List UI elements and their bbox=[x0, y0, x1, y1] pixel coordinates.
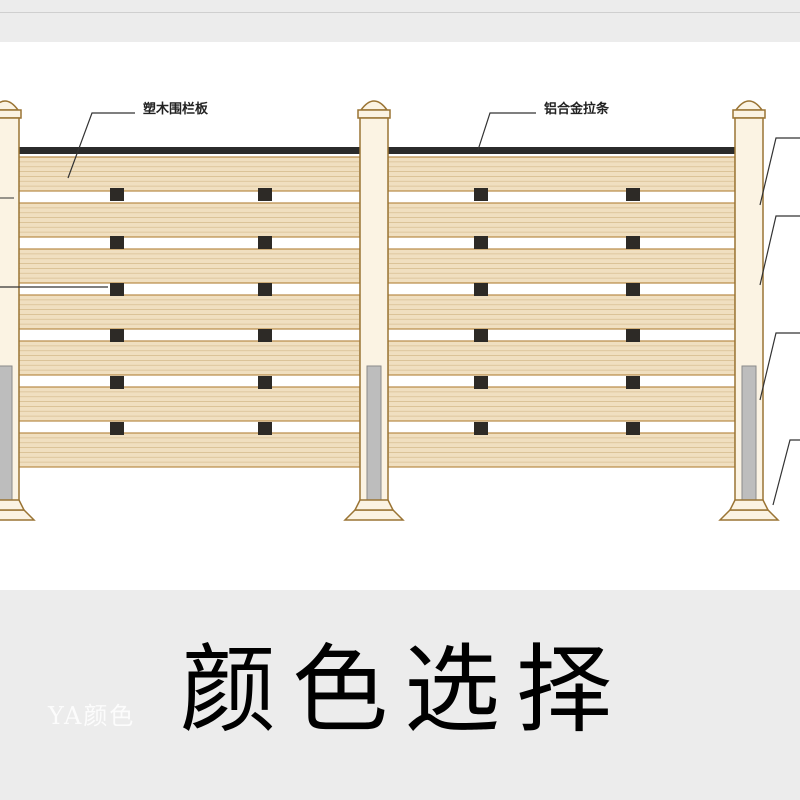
board-connector-block bbox=[258, 236, 272, 249]
post-base-flange bbox=[0, 499, 26, 511]
post-base-plate bbox=[0, 509, 36, 521]
top-divider-line bbox=[0, 12, 800, 13]
fence-board bbox=[13, 386, 361, 422]
fence-board bbox=[13, 156, 361, 192]
leader-fence-board bbox=[67, 112, 135, 179]
board-connector-block bbox=[626, 236, 640, 249]
board-connector-block bbox=[474, 422, 488, 435]
concrete-core bbox=[366, 365, 382, 505]
fence-elevation-drawing: 塑木围栏板 铝合金拉条 bbox=[0, 100, 800, 521]
callout-leaders-layer bbox=[0, 112, 800, 506]
board-connector-block bbox=[258, 376, 272, 389]
fence-board bbox=[387, 248, 736, 284]
aluminum-cap-strip bbox=[388, 147, 735, 154]
label-fence-board: 塑木围栏板 bbox=[143, 101, 209, 117]
fence-posts-layer bbox=[0, 100, 780, 521]
leader-right-callout bbox=[759, 215, 800, 286]
board-connector-block bbox=[110, 283, 124, 296]
fence-board bbox=[387, 156, 736, 192]
board-connector-block bbox=[110, 422, 124, 435]
board-connector-block bbox=[474, 283, 488, 296]
board-connector-block bbox=[474, 236, 488, 249]
leader-right-callout bbox=[759, 332, 800, 401]
post-base-flange bbox=[728, 499, 770, 511]
concrete-core bbox=[741, 365, 757, 505]
fence-drawing-panel: 塑木围栏板 铝合金拉条 bbox=[0, 42, 800, 590]
board-connector-block bbox=[258, 329, 272, 342]
post-base-flange bbox=[353, 499, 395, 511]
fence-boards-layer bbox=[13, 147, 736, 468]
fence-board bbox=[13, 432, 361, 468]
post-cap-collar bbox=[0, 109, 22, 119]
leader-right-callout bbox=[759, 137, 800, 206]
aluminum-cap-strip bbox=[14, 147, 360, 154]
board-connector-block bbox=[110, 376, 124, 389]
board-connector-block bbox=[110, 236, 124, 249]
board-connector-block bbox=[474, 376, 488, 389]
board-connector-block bbox=[474, 188, 488, 201]
leader-aluminum-strip bbox=[477, 112, 536, 151]
fence-board bbox=[387, 294, 736, 330]
board-connector-block bbox=[474, 329, 488, 342]
board-connector-block bbox=[626, 422, 640, 435]
top-band bbox=[0, 0, 800, 42]
fence-post bbox=[359, 117, 389, 507]
fence-board bbox=[387, 202, 736, 238]
board-connector-block bbox=[626, 376, 640, 389]
post-base-plate bbox=[343, 509, 405, 521]
watermark-text: YA颜色 bbox=[48, 702, 136, 730]
board-connector-block bbox=[258, 283, 272, 296]
bottom-band bbox=[0, 590, 800, 800]
color-selection-heading: 颜色选择 bbox=[180, 634, 628, 746]
post-cap-collar bbox=[732, 109, 766, 119]
board-connector-block bbox=[626, 329, 640, 342]
leader-right-callout bbox=[772, 439, 800, 506]
post-base-plate bbox=[718, 509, 780, 521]
post-cap bbox=[359, 100, 389, 111]
label-aluminum-strip: 铝合金拉条 bbox=[544, 101, 610, 117]
concrete-core bbox=[0, 365, 13, 505]
board-connector-block bbox=[110, 188, 124, 201]
post-cap-collar bbox=[357, 109, 391, 119]
board-connector-block bbox=[626, 283, 640, 296]
board-connector-block bbox=[110, 329, 124, 342]
board-connector-block bbox=[626, 188, 640, 201]
fence-board bbox=[387, 386, 736, 422]
post-cap bbox=[734, 100, 764, 111]
board-connector-block bbox=[258, 188, 272, 201]
board-connector-block bbox=[258, 422, 272, 435]
post-cap bbox=[0, 100, 20, 111]
